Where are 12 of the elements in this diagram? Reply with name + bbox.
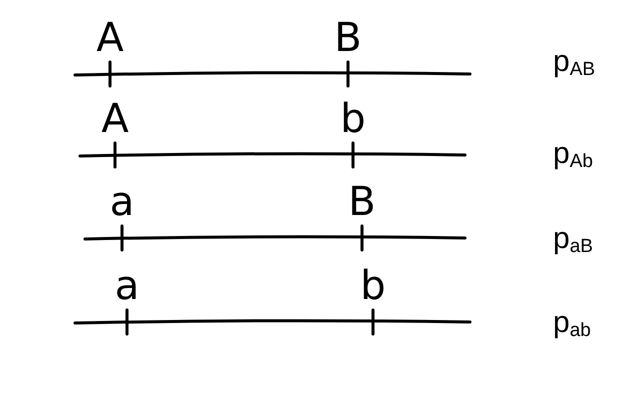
allele-label: a	[110, 182, 134, 222]
allele-label: A	[96, 18, 124, 58]
frequency-label: p$_{AB}$	[553, 45, 596, 82]
allele-label: B	[334, 18, 362, 58]
frequency-label: p$_{aB}$	[553, 222, 593, 259]
allele-label: B	[348, 182, 376, 222]
allele-label: A	[101, 99, 129, 139]
frequency-label: p$_{ab}$	[553, 306, 591, 343]
frequency-label: p$_{Ab}$	[553, 137, 593, 174]
allele-label: b	[360, 266, 386, 306]
allele-label: a	[114, 266, 140, 306]
allele-label: b	[340, 99, 366, 139]
